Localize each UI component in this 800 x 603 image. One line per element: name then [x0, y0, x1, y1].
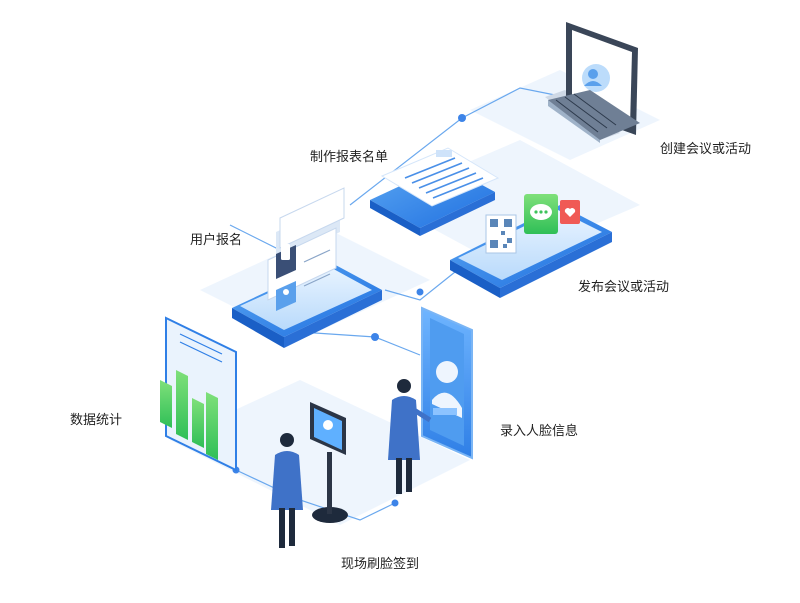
- face-entry-phone: [422, 308, 472, 458]
- qr-code-icon: [486, 215, 516, 253]
- label-make-report-list: 制作报表名单: [310, 146, 388, 165]
- bar-chart-icon: [160, 318, 236, 470]
- label-enter-face-info: 录入人脸信息: [500, 420, 578, 439]
- heart-icon: [560, 200, 580, 224]
- label-user-registration: 用户报名: [190, 229, 242, 248]
- label-onsite-face-checkin: 现场刷脸签到: [341, 553, 419, 572]
- label-data-statistics: 数据统计: [70, 409, 122, 428]
- label-create-event: 创建会议或活动: [660, 138, 751, 157]
- chat-bubble-icon: [524, 194, 558, 234]
- label-publish-event: 发布会议或活动: [578, 276, 669, 295]
- phone-icon: [281, 244, 290, 260]
